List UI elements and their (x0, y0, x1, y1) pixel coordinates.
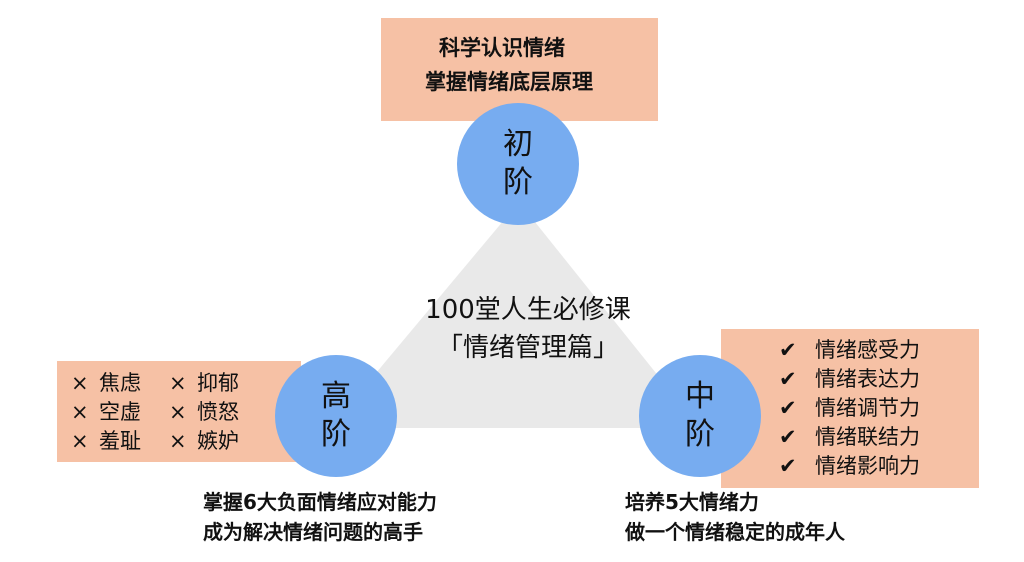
stage-char: 中 (685, 379, 715, 414)
emotion-item: 空虚 (99, 400, 141, 424)
skill-item: ✔情绪联结力 (779, 423, 920, 452)
stage-char: 初 (503, 127, 533, 162)
emotion-item: 焦虑 (99, 371, 141, 395)
course-title: 100堂人生必修课 (425, 295, 631, 325)
skill-item: ✔情绪影响力 (779, 452, 920, 481)
intermediate-caption-line1: 培养5大情绪力 (625, 490, 759, 514)
x-icon: × (71, 400, 89, 424)
skill-item: ✔情绪表达力 (779, 365, 920, 394)
intermediate-stage-node: 中 阶 (639, 355, 761, 477)
emotion-item: 羞耻 (99, 429, 141, 453)
advanced-caption-line1: 掌握6大负面情绪应对能力 (203, 490, 437, 514)
x-icon: × (71, 371, 89, 395)
x-icon: × (169, 400, 187, 424)
stage-char: 高 (321, 379, 351, 414)
x-icon: × (169, 429, 187, 453)
stage-char: 阶 (321, 417, 351, 452)
check-icon: ✔ (779, 338, 797, 362)
triangle-shape (330, 202, 700, 428)
beginner-desc-line2: 掌握情绪底层原理 (425, 70, 593, 94)
course-subtitle: 「情绪管理篇」 (436, 333, 619, 363)
check-icon: ✔ (779, 454, 797, 478)
skill-item: ✔情绪感受力 (779, 336, 920, 365)
stage-char: 阶 (503, 165, 533, 200)
stage-char: 阶 (685, 417, 715, 452)
check-icon: ✔ (779, 367, 797, 391)
emotion-row-3: × 羞耻 × 嫉妒 (71, 426, 239, 456)
intermediate-skills-box: ✔情绪感受力 ✔情绪表达力 ✔情绪调节力 ✔情绪联结力 ✔情绪影响力 (721, 329, 979, 488)
emotion-row-2: × 空虚 × 愤怒 (71, 397, 239, 427)
check-icon: ✔ (779, 425, 797, 449)
beginner-description-box: 科学认识情绪 掌握情绪底层原理 (381, 18, 658, 121)
advanced-emotions-box: × 焦虑 × 抑郁 × 空虚 × 愤怒 × 羞耻 × 嫉妒 (57, 361, 301, 462)
beginner-stage-node: 初 阶 (457, 103, 579, 225)
x-icon: × (169, 371, 187, 395)
intermediate-caption-line2: 做一个情绪稳定的成年人 (625, 520, 845, 544)
emotion-item: 嫉妒 (197, 429, 239, 453)
beginner-desc-line1: 科学认识情绪 (439, 36, 565, 60)
skill-item: ✔情绪调节力 (779, 394, 920, 423)
x-icon: × (71, 429, 89, 453)
emotion-row-1: × 焦虑 × 抑郁 (71, 368, 239, 398)
emotion-item: 愤怒 (197, 400, 239, 424)
advanced-stage-node: 高 阶 (275, 355, 397, 477)
emotion-item: 抑郁 (197, 371, 239, 395)
check-icon: ✔ (779, 396, 797, 420)
advanced-caption-line2: 成为解决情绪问题的高手 (203, 520, 423, 544)
